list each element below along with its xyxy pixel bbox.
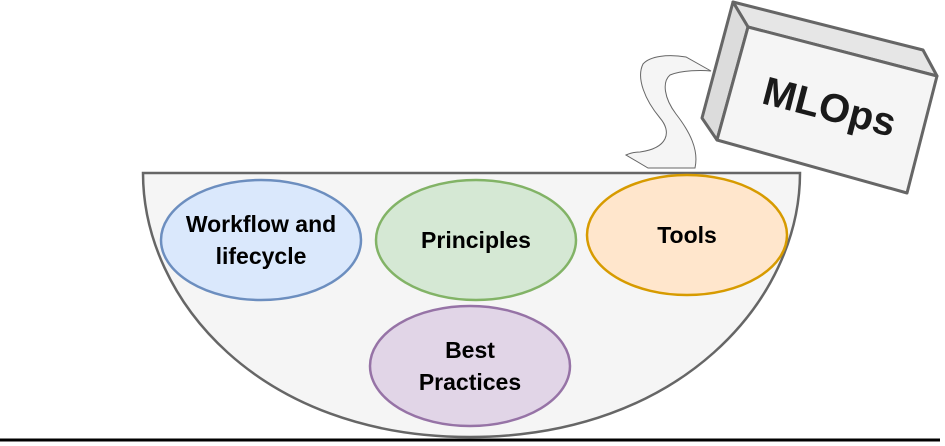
ingredient-tools: Tools (585, 173, 789, 297)
ingredient-label: lifecycle (216, 243, 307, 269)
ingredient-label: Workflow and (186, 211, 336, 237)
ingredient-best-practices: Best Practices (368, 304, 572, 428)
box-front-face (715, 25, 939, 195)
mlops-box: MLOps (700, 0, 939, 195)
ingredient-principles: Principles (374, 178, 578, 302)
ingredient-label: Tools (657, 222, 717, 248)
ingredient-label: Best (445, 337, 495, 363)
ingredient-label: Practices (419, 369, 521, 395)
ingredient-workflow-and-lifecycle: Workflow and lifecycle (159, 178, 363, 302)
pour-stream (624, 55, 712, 169)
ingredient-label: Principles (421, 227, 531, 253)
